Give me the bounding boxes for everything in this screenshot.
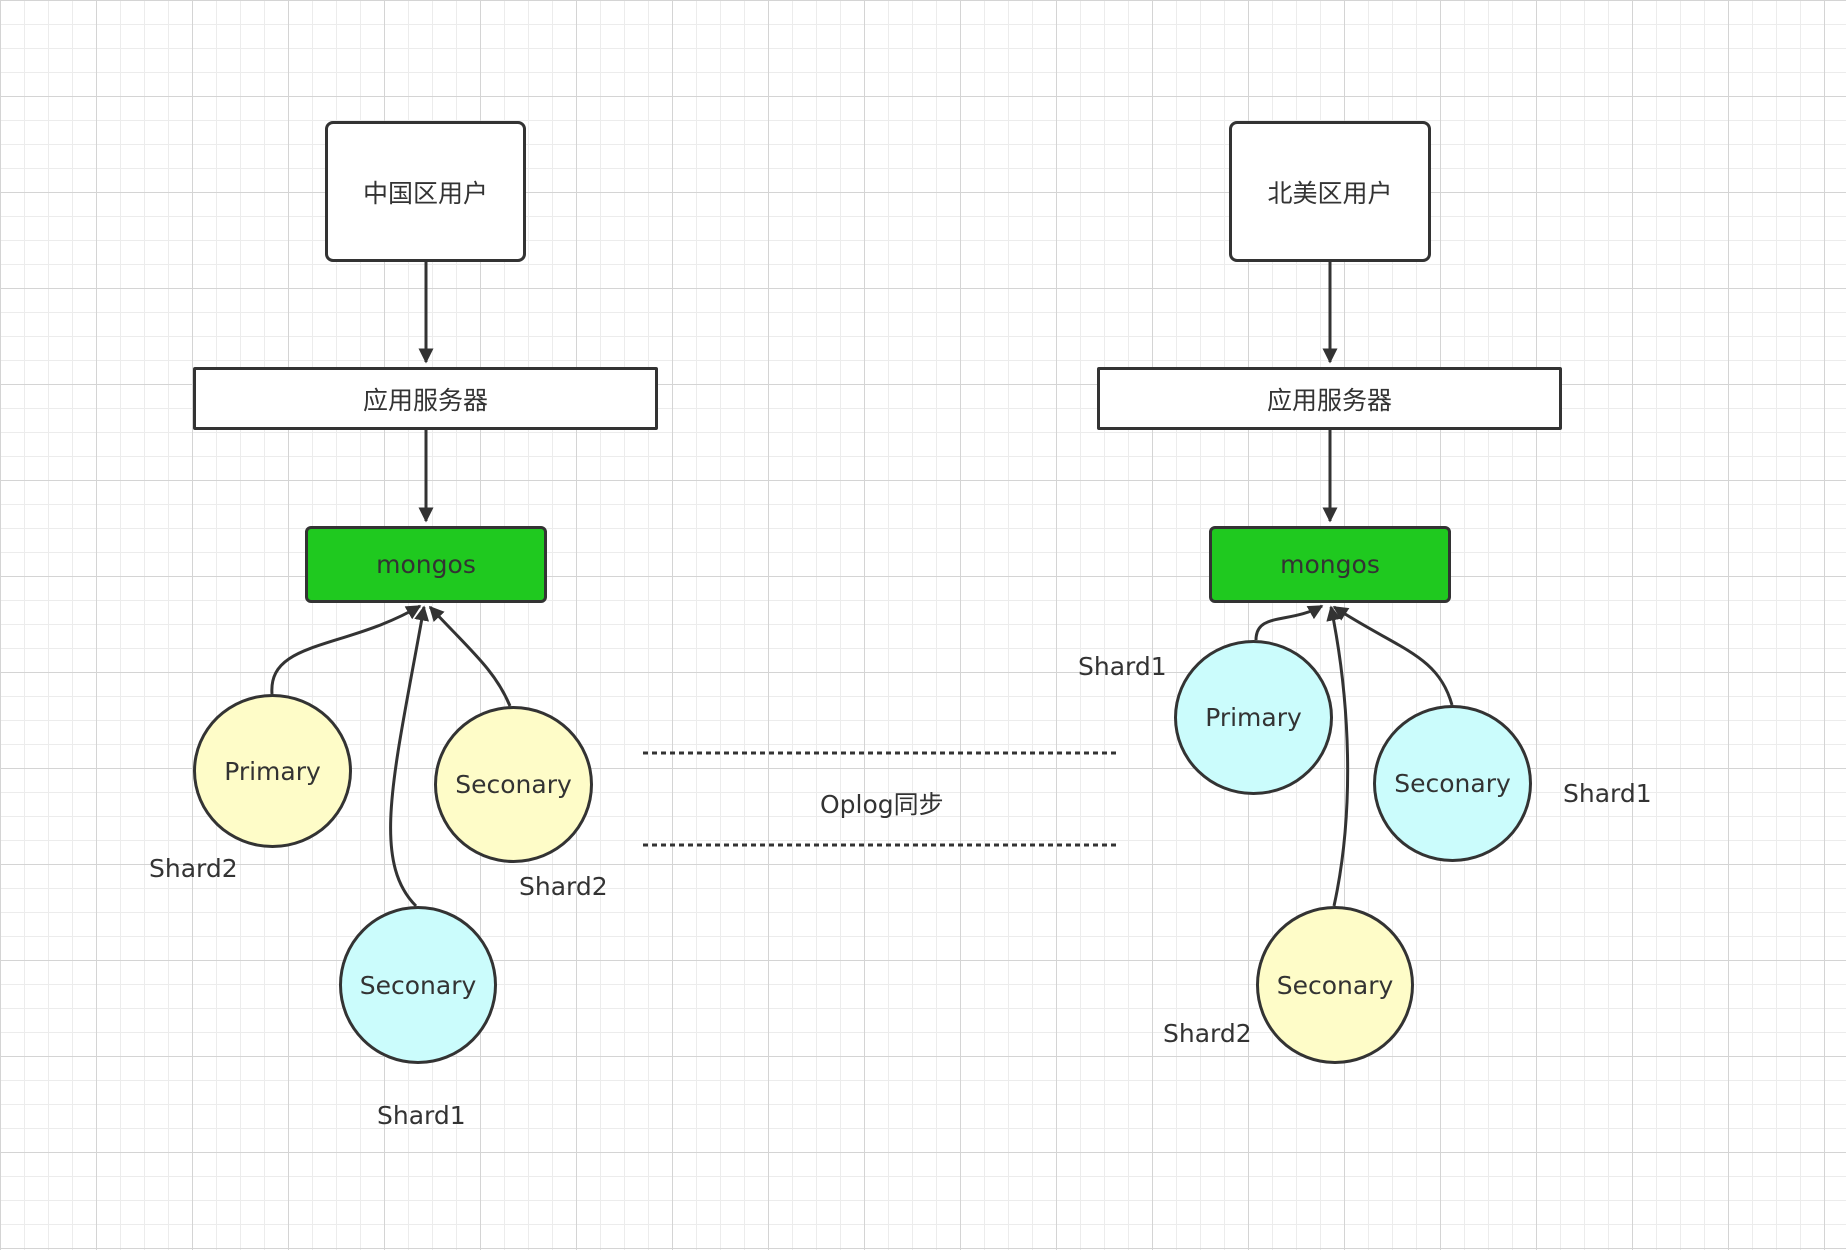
shard-label-secondary-left-1: Shard2: [519, 872, 608, 901]
edge-secondary1-to-mongos-left: [428, 605, 512, 707]
app-server-box-left[interactable]: 应用服务器: [193, 367, 658, 430]
shard-label-secondary-right-1: Shard1: [1563, 779, 1652, 808]
app-server-box-right[interactable]: 应用服务器: [1097, 367, 1562, 430]
secondary-node-left-2[interactable]: Seconary: [339, 906, 497, 1064]
primary-node-left[interactable]: Primary: [193, 694, 352, 848]
edge-primary-to-mongos-left: [270, 604, 422, 695]
china-region-users-box[interactable]: 中国区用户: [325, 121, 526, 262]
shard-label-primary-left: Shard2: [149, 854, 238, 883]
edge-secondary2-to-mongos-right: [1326, 605, 1350, 907]
secondary-node-right-1[interactable]: Seconary: [1373, 705, 1532, 862]
mongos-box-right[interactable]: mongos: [1209, 526, 1451, 603]
secondary-node-left-1[interactable]: Seconary: [434, 706, 593, 863]
edge-primary-to-mongos-right: [1254, 604, 1324, 641]
edge-secondary1-to-mongos-right: [1332, 605, 1454, 706]
secondary-node-right-2[interactable]: Seconary: [1256, 906, 1414, 1064]
edge-secondary2-to-mongos-left: [389, 605, 430, 908]
shard-label-primary-right: Shard1: [1078, 652, 1167, 681]
primary-node-right[interactable]: Primary: [1174, 640, 1333, 795]
shard-label-secondary-left-2: Shard1: [377, 1101, 466, 1130]
north-america-region-users-box[interactable]: 北美区用户: [1229, 121, 1431, 262]
mongos-box-left[interactable]: mongos: [305, 526, 547, 603]
shard-label-secondary-right-2: Shard2: [1163, 1019, 1252, 1048]
oplog-sync-label: Oplog同步: [820, 790, 944, 819]
